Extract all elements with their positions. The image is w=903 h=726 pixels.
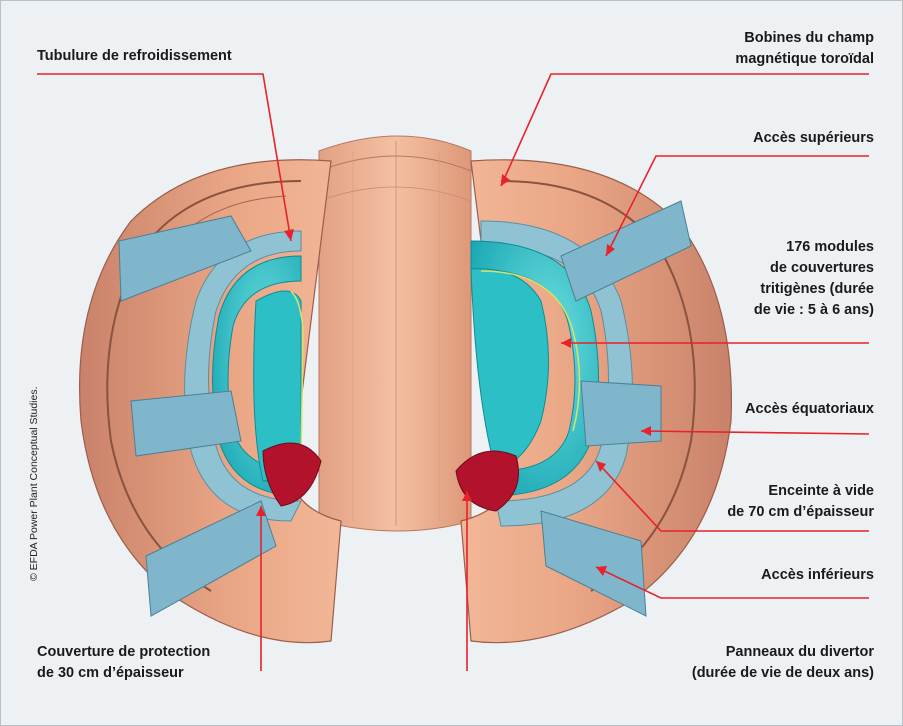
label-couverture: Couverture de protection de 30 cm d’épai… (37, 642, 210, 684)
label-acces-equatoriaux: Accès équatoriaux (745, 399, 874, 420)
label-acces-superieurs: Accès supérieurs (753, 128, 874, 149)
label-bobines: Bobines du champ magnétique toroïdal (735, 28, 874, 70)
label-tubulure: Tubulure de refroidissement (37, 46, 232, 67)
central-column (319, 136, 471, 531)
label-enceinte: Enceinte à vide de 70 cm d’épaisseur (727, 481, 874, 523)
left-torus-half (80, 160, 341, 643)
label-panneaux: Panneaux du divertor (durée de vie de de… (692, 642, 874, 684)
label-acces-inferieurs: Accès inférieurs (761, 565, 874, 586)
right-torus-half (456, 160, 731, 643)
label-modules: 176 modules de couvertures tritigènes (d… (754, 237, 874, 321)
credit-text: © EFDA Power Plant Conceptual Studies. (28, 386, 40, 581)
